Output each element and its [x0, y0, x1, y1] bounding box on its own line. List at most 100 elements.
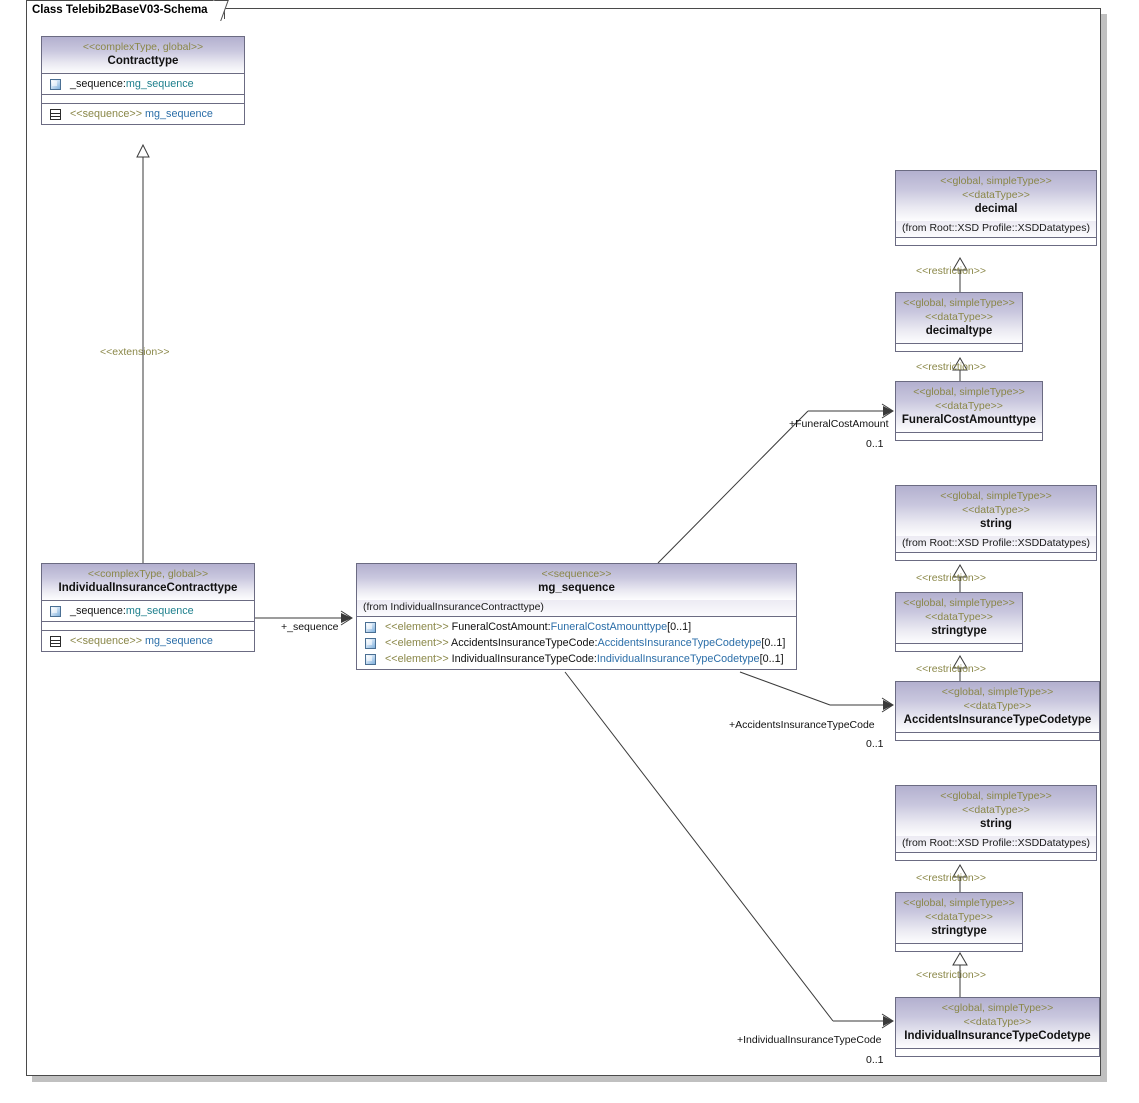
- assoc-mult-funeral-cost-amount: 0..1: [866, 438, 884, 450]
- class-individualinsurancetypecodetype[interactable]: <<global, simpleType>> <<dataType>> Indi…: [895, 997, 1100, 1057]
- class-string-a-header: <<global, simpleType>> <<dataType>> stri…: [896, 486, 1096, 536]
- class-contracttype-header: <<complexType, global>> Contracttype: [42, 37, 244, 73]
- class-accidentsinsurancetypecodetype-empty-compartment: [896, 732, 1099, 740]
- edge-label-extension: <<extension>>: [100, 346, 170, 358]
- class-contracttype-name: Contracttype: [107, 55, 179, 67]
- element-icon: [50, 605, 61, 617]
- edge-label-restriction-4: <<restriction>>: [916, 663, 987, 675]
- edge-label-restriction-6: <<restriction>>: [916, 969, 987, 981]
- element-row[interactable]: <<element>> IndividualInsuranceTypeCode:…: [357, 651, 796, 667]
- class-individualinsurancetypecodetype-stereotype-2: <<dataType>>: [963, 1016, 1032, 1028]
- assoc-role-sequence: +_sequence: [281, 621, 339, 633]
- class-funeralcostamounttype-stereotype-1: <<global, simpleType>>: [913, 386, 1025, 398]
- element-icon: [365, 621, 376, 633]
- class-individual-insurance-contracttype-operations: <<sequence>> mg_sequence: [42, 630, 254, 651]
- class-stringtype-a-empty-compartment: [896, 643, 1022, 651]
- class-decimal-header: <<global, simpleType>> <<dataType>> deci…: [896, 171, 1096, 221]
- class-decimaltype[interactable]: <<global, simpleType>> <<dataType>> deci…: [895, 292, 1023, 352]
- class-contracttype-attributes: _sequence:mg_sequence: [42, 73, 244, 94]
- operation-row[interactable]: <<sequence>> mg_sequence: [42, 633, 254, 649]
- element-multiplicity: [0..1]: [759, 653, 784, 665]
- class-decimal-stereotype-2: <<dataType>>: [962, 189, 1030, 201]
- class-string-a-empty-compartment: [896, 552, 1096, 560]
- class-decimaltype-stereotype-1: <<global, simpleType>>: [903, 297, 1015, 309]
- class-individual-insurance-contracttype-empty-compartment: [42, 621, 254, 630]
- class-contracttype[interactable]: <<complexType, global>> Contracttype _se…: [41, 36, 245, 125]
- operation-name: mg_sequence: [145, 635, 213, 647]
- attribute-row[interactable]: _sequence:mg_sequence: [42, 603, 254, 619]
- class-stringtype-b-stereotype-1: <<global, simpleType>>: [903, 897, 1015, 909]
- class-string-a-stereotype-1: <<global, simpleType>>: [940, 490, 1052, 502]
- class-stringtype-a[interactable]: <<global, simpleType>> <<dataType>> stri…: [895, 592, 1023, 652]
- class-string-b-stereotype-2: <<dataType>>: [962, 804, 1030, 816]
- attribute-name: _sequence:: [70, 605, 126, 617]
- class-decimal-from: (from Root::XSD Profile::XSDDatatypes): [896, 221, 1096, 237]
- class-individual-insurance-contracttype-stereotype: <<complexType, global>>: [87, 568, 209, 580]
- operation-row[interactable]: <<sequence>> mg_sequence: [42, 106, 244, 122]
- element-row[interactable]: <<element>> FuneralCostAmount:FuneralCos…: [357, 619, 796, 635]
- class-individualinsurancetypecodetype-name: IndividualInsuranceTypeCodetype: [904, 1030, 1091, 1042]
- class-individual-insurance-contracttype-name: IndividualInsuranceContracttype: [58, 582, 238, 594]
- class-stringtype-b-header: <<global, simpleType>> <<dataType>> stri…: [896, 893, 1022, 943]
- diagram-title-tab: Class Telebib2BaseV03-Schema: [26, 0, 225, 19]
- class-mg-sequence-name: mg_sequence: [538, 582, 615, 594]
- element-name: FuneralCostAmount:: [451, 621, 551, 633]
- edge-label-restriction-3: <<restriction>>: [916, 572, 987, 584]
- attribute-row[interactable]: _sequence:mg_sequence: [42, 76, 244, 92]
- class-individual-insurance-contracttype-header: <<complexType, global>> IndividualInsura…: [42, 564, 254, 600]
- class-string-b[interactable]: <<global, simpleType>> <<dataType>> stri…: [895, 785, 1097, 861]
- edge-label-restriction-1: <<restriction>>: [916, 265, 987, 277]
- class-string-b-from: (from Root::XSD Profile::XSDDatatypes): [896, 836, 1096, 852]
- class-stringtype-a-stereotype-1: <<global, simpleType>>: [903, 597, 1015, 609]
- assoc-role-individual-insurance-type-code: +IndividualInsuranceTypeCode: [737, 1034, 882, 1046]
- class-mg-sequence[interactable]: <<sequence>> mg_sequence (from Individua…: [356, 563, 797, 670]
- operation-stereotype: <<sequence>>: [70, 108, 143, 120]
- class-string-a-stereotype-2: <<dataType>>: [962, 504, 1030, 516]
- class-accidentsinsurancetypecodetype[interactable]: <<global, simpleType>> <<dataType>> Acci…: [895, 681, 1100, 741]
- element-type: FuneralCostAmounttype: [550, 621, 668, 633]
- class-decimaltype-header: <<global, simpleType>> <<dataType>> deci…: [896, 293, 1022, 343]
- class-accidentsinsurancetypecodetype-stereotype-1: <<global, simpleType>>: [941, 686, 1054, 698]
- element-type: AccidentsInsuranceTypeCodetype: [597, 637, 762, 649]
- element-row[interactable]: <<element>> AccidentsInsuranceTypeCode:A…: [357, 635, 796, 651]
- assoc-mult-individual-insurance-type-code: 0..1: [866, 1054, 884, 1066]
- element-name: IndividualInsuranceTypeCode:: [451, 653, 597, 665]
- class-decimal-stereotype-1: <<global, simpleType>>: [940, 175, 1052, 187]
- class-stringtype-a-header: <<global, simpleType>> <<dataType>> stri…: [896, 593, 1022, 643]
- class-stringtype-a-stereotype-2: <<dataType>>: [925, 611, 993, 623]
- class-accidentsinsurancetypecodetype-header: <<global, simpleType>> <<dataType>> Acci…: [896, 682, 1099, 732]
- class-stringtype-b[interactable]: <<global, simpleType>> <<dataType>> stri…: [895, 892, 1023, 952]
- class-individual-insurance-contracttype[interactable]: <<complexType, global>> IndividualInsura…: [41, 563, 255, 652]
- element-stereotype: <<element>>: [385, 637, 449, 649]
- class-stringtype-b-name: stringtype: [931, 925, 987, 937]
- class-mg-sequence-elements: <<element>> FuneralCostAmount:FuneralCos…: [357, 616, 796, 669]
- class-string-b-header: <<global, simpleType>> <<dataType>> stri…: [896, 786, 1096, 836]
- class-string-a-name: string: [980, 518, 1012, 530]
- attribute-name: _sequence:: [70, 78, 126, 90]
- class-string-a[interactable]: <<global, simpleType>> <<dataType>> stri…: [895, 485, 1097, 561]
- class-funeralcostamounttype-name: FuneralCostAmounttype: [901, 414, 1037, 426]
- class-contracttype-empty-compartment: [42, 94, 244, 103]
- class-funeralcostamounttype-stereotype-2: <<dataType>>: [935, 400, 1003, 412]
- class-individualinsurancetypecodetype-stereotype-1: <<global, simpleType>>: [941, 1002, 1054, 1014]
- edge-label-restriction-2: <<restriction>>: [916, 361, 987, 373]
- assoc-mult-accidents-insurance-type-code: 0..1: [866, 738, 884, 750]
- element-name: AccidentsInsuranceTypeCode:: [451, 637, 598, 649]
- element-stereotype: <<element>>: [385, 621, 449, 633]
- class-string-b-name: string: [980, 818, 1012, 830]
- class-mg-sequence-header: <<sequence>> mg_sequence: [357, 564, 796, 600]
- class-decimal[interactable]: <<global, simpleType>> <<dataType>> deci…: [895, 170, 1097, 246]
- element-icon: [365, 637, 376, 649]
- class-accidentsinsurancetypecodetype-name: AccidentsInsuranceTypeCodetype: [903, 714, 1092, 726]
- element-stereotype: <<element>>: [385, 653, 449, 665]
- element-multiplicity: [0..1]: [667, 621, 692, 633]
- class-decimaltype-empty-compartment: [896, 343, 1022, 351]
- class-stringtype-b-empty-compartment: [896, 943, 1022, 951]
- class-decimaltype-stereotype-2: <<dataType>>: [925, 311, 993, 323]
- class-decimaltype-name: decimaltype: [925, 325, 993, 337]
- class-funeralcostamounttype[interactable]: <<global, simpleType>> <<dataType>> Fune…: [895, 381, 1043, 441]
- class-mg-sequence-from: (from IndividualInsuranceContracttype): [357, 600, 796, 616]
- class-string-a-from: (from Root::XSD Profile::XSDDatatypes): [896, 536, 1096, 552]
- sequence-icon: [50, 635, 61, 647]
- assoc-role-funeral-cost-amount: +FuneralCostAmount: [789, 418, 889, 430]
